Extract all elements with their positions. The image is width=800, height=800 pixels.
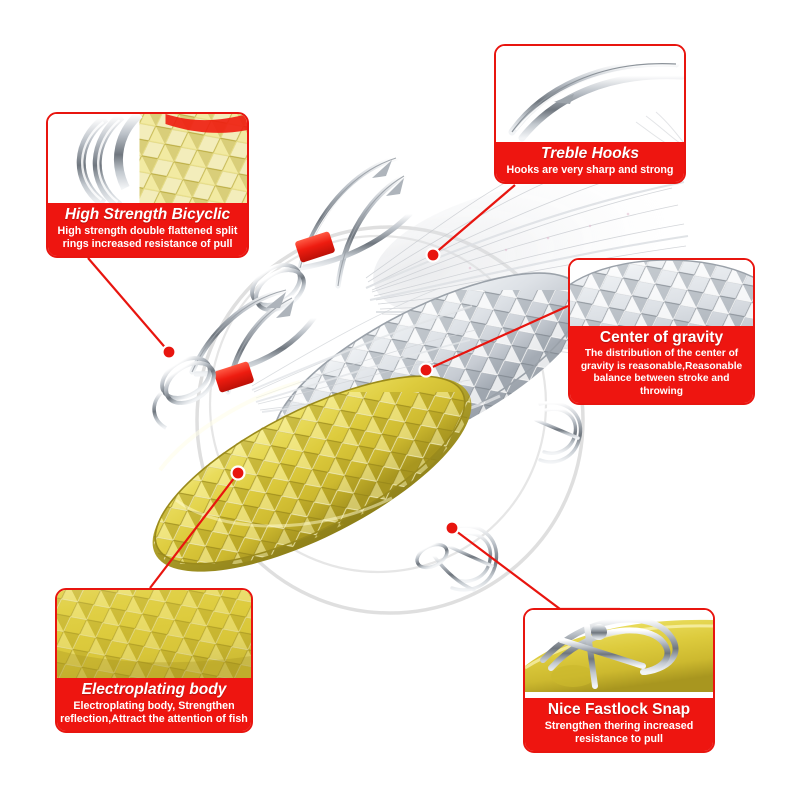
- callout-subtitle: Hooks are very sharp and strong: [506, 163, 674, 176]
- callout-subtitle: High strength double flattened split rin…: [57, 224, 238, 250]
- callout-subtitle: Electroplating body, Strengthen reflecti…: [60, 699, 248, 725]
- fastlock-snap: [534, 401, 583, 464]
- callout-treble-hooks[interactable]: Treble Hooks Hooks are very sharp and st…: [494, 44, 686, 184]
- callout-title: Nice Fastlock Snap: [547, 700, 691, 718]
- callout-high-strength-bicyclic[interactable]: High Strength Bicyclic High strength dou…: [46, 112, 249, 258]
- callout-caption-electroplating-body: Electroplating body Electroplating body,…: [57, 677, 251, 731]
- callout-photo-electroplating-body: [57, 590, 251, 679]
- callout-photo-nice-fastlock-snap: [525, 610, 713, 692]
- hook-barb: [276, 300, 294, 318]
- callout-caption-center-of-gravity: Center of gravity The distribution of th…: [570, 325, 753, 403]
- callout-photo-center-of-gravity: [570, 260, 753, 338]
- callout-caption-nice-fastlock-snap: Nice Fastlock Snap Strengthen thering in…: [525, 697, 713, 751]
- red-thread-wrap: [214, 361, 254, 393]
- callout-title: High Strength Bicyclic: [64, 205, 231, 223]
- callout-title: Treble Hooks: [541, 144, 639, 162]
- hook-barb: [372, 160, 392, 178]
- callout-photo-high-strength-bicyclic: [48, 114, 247, 206]
- hook-barb: [386, 178, 404, 196]
- callout-subtitle: The distribution of the center of gravit…: [580, 348, 743, 397]
- callout-center-of-gravity[interactable]: Center of gravity The distribution of th…: [568, 258, 755, 405]
- callout-caption-treble-hooks: Treble Hooks Hooks are very sharp and st…: [496, 141, 684, 182]
- callout-caption-high-strength-bicyclic: High Strength Bicyclic High strength dou…: [48, 202, 247, 256]
- hook-barb: [266, 292, 286, 308]
- callout-subtitle: Strengthen thering increased resistance …: [544, 719, 694, 745]
- callout-nice-fastlock-snap[interactable]: Nice Fastlock Snap Strengthen thering in…: [523, 608, 715, 753]
- red-thread-wrap: [295, 231, 335, 263]
- callout-photo-treble-hooks: [496, 46, 684, 143]
- split-ring: [160, 356, 216, 405]
- callout-electroplating-body[interactable]: Electroplating body Electroplating body,…: [55, 588, 253, 733]
- callout-title: Electroplating body: [81, 680, 227, 698]
- callout-title: Center of gravity: [599, 328, 724, 346]
